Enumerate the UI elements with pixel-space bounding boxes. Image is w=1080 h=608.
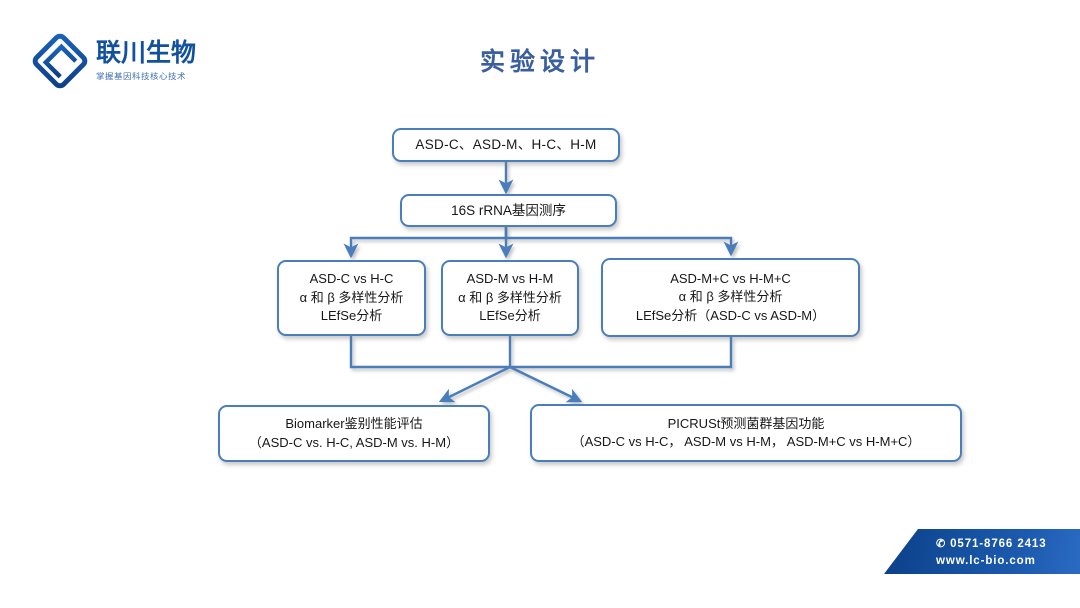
node-line: ASD-C、ASD-M、H-C、H-M xyxy=(415,137,597,153)
node-line: PICRUSt预测菌群基因功能 xyxy=(667,415,825,431)
company-logo: 联川生物 掌握基因科技核心技术 xyxy=(32,30,232,92)
flow-node-picrust-prediction[interactable]: PICRUSt预测菌群基因功能 （ASD-C vs H-C， ASD-M vs … xyxy=(530,404,962,462)
logo-company-name: 联川生物 xyxy=(96,37,197,67)
footer-website[interactable]: www.lc-bio.com xyxy=(936,554,1036,567)
node-line: LEfSe分析 xyxy=(320,308,383,324)
node-line: ASD-C vs H-C xyxy=(309,271,394,287)
node-line: LEfSe分析 xyxy=(479,308,541,324)
footer-phone: 0571-8766 2413 xyxy=(950,538,1047,550)
flow-node-comparison-asdm-hm[interactable]: ASD-M vs H-M α 和 β 多样性分析 LEfSe分析 xyxy=(441,260,579,336)
node-line: （ASD-C vs. H-C, ASD-M vs. H-M） xyxy=(248,434,460,450)
footer-phone-line: ✆ 0571-8766 2413 xyxy=(936,536,1047,553)
flow-node-samples[interactable]: ASD-C、ASD-M、H-C、H-M xyxy=(392,128,620,162)
flow-node-comparison-asdmc-hmc[interactable]: ASD-M+C vs H-M+C α 和 β 多样性分析 LEfSe分析（ASD… xyxy=(601,258,860,337)
node-line: ASD-M vs H-M xyxy=(466,271,554,287)
node-line: α 和 β 多样性分析 xyxy=(678,289,783,305)
node-line: LEfSe分析（ASD-C vs ASD-M） xyxy=(635,307,826,323)
node-line: ASD-M+C vs H-M+C xyxy=(670,270,791,286)
node-line: 16S rRNA基因测序 xyxy=(451,202,566,218)
flow-node-sequencing[interactable]: 16S rRNA基因测序 xyxy=(400,194,617,227)
flow-node-biomarker-evaluation[interactable]: Biomarker鉴别性能评估 （ASD-C vs. H-C, ASD-M vs… xyxy=(218,405,490,462)
node-line: Biomarker鉴别性能评估 xyxy=(285,416,423,432)
node-line: （ASD-C vs H-C， ASD-M vs H-M， ASD-M+C vs … xyxy=(571,434,921,449)
lc-diamond-logo-icon xyxy=(32,33,88,89)
footer-website-line[interactable]: www.lc-bio.com xyxy=(936,553,1047,570)
node-line: α 和 β 多样性分析 xyxy=(299,289,404,305)
footer-contact-banner: ✆ 0571-8766 2413 www.lc-bio.com xyxy=(884,529,1080,574)
flow-node-comparison-asdc-hc[interactable]: ASD-C vs H-C α 和 β 多样性分析 LEfSe分析 xyxy=(277,260,426,336)
phone-icon: ✆ xyxy=(936,537,947,550)
page-title: 实验设计 xyxy=(479,47,600,76)
node-line: α 和 β 多样性分析 xyxy=(458,289,562,305)
logo-tagline: 掌握基因科技核心技术 xyxy=(96,71,187,81)
